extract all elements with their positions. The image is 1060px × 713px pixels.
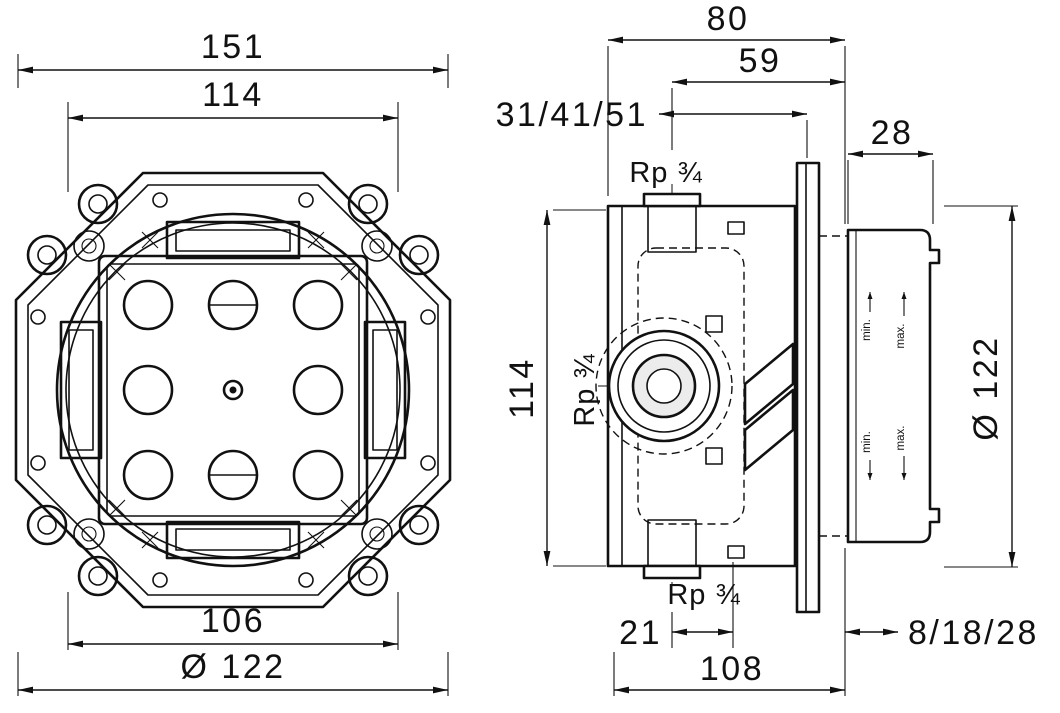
side-wedges	[743, 342, 795, 472]
dim-label-21: 21	[619, 614, 662, 652]
front-top-bottom-tabs	[165, 220, 301, 560]
dim-label-31-41-51: 31/41/51	[496, 96, 648, 134]
side-cover-profile	[846, 228, 941, 544]
front-view: 151 114 106 Ø 122	[14, 28, 452, 696]
max-label-upper: max.	[895, 324, 907, 349]
thread-label-bottom: Rp ¾	[667, 579, 740, 611]
front-ear-lobes	[26, 183, 440, 597]
dim-side-inner-height: 114	[503, 209, 606, 567]
dim-front-overall-width: 151	[17, 28, 449, 88]
dim-front-lower-width: 106	[67, 592, 399, 650]
thread-label-middle: Rp ¾	[569, 353, 601, 426]
dim-side-diameter: Ø 122	[944, 205, 1018, 568]
dim-label-8-18-28: 8/18/28	[908, 614, 1039, 652]
dim-label-28: 28	[871, 114, 914, 152]
thread-label-top: Rp ¾	[629, 157, 702, 189]
dim-label-108: 108	[700, 650, 764, 688]
dim-front-inner-width: 114	[67, 76, 399, 192]
dim-side-extension-range: 8/18/28	[844, 548, 1039, 696]
dim-side-overall-depth: 80	[607, 0, 846, 224]
side-center-boss	[607, 329, 721, 443]
dim-label-106: 106	[201, 602, 265, 640]
dim-side-overall-length: 108	[613, 650, 845, 696]
dim-label-114-front: 114	[202, 76, 264, 114]
dim-side-port-offset: 21	[619, 562, 734, 652]
front-port-holes	[122, 279, 344, 501]
front-square-frame	[97, 254, 369, 526]
dim-label-diameter-122-side: Ø 122	[967, 335, 1005, 440]
dim-label-diameter-122-front: Ø 122	[180, 648, 285, 686]
side-wall-flange	[795, 161, 821, 614]
max-label-lower: max.	[895, 426, 907, 451]
dim-front-diameter: Ø 122	[17, 648, 449, 696]
dim-label-59: 59	[739, 42, 782, 80]
dim-side-install-depth-range: 31/41/51	[496, 96, 808, 158]
dim-label-80: 80	[707, 0, 750, 38]
front-flange-screw-holes	[30, 192, 436, 588]
front-side-brackets	[59, 320, 407, 460]
side-view: min. max. min. max. Rp ¾ Rp ¾ Rp ¾ 80 59	[496, 0, 1039, 696]
side-gap-dashes	[819, 235, 848, 537]
side-clips	[705, 221, 745, 559]
dim-label-151: 151	[201, 28, 265, 66]
dim-label-114-side: 114	[503, 357, 541, 419]
front-octagon-flange	[14, 171, 452, 609]
dim-side-cover-width: 28	[847, 114, 934, 224]
front-corner-bosses	[73, 230, 393, 550]
front-hatch-marks	[108, 231, 358, 549]
side-min-max-marks: min. max. min. max.	[861, 292, 907, 480]
min-label-upper: min.	[861, 319, 873, 341]
min-label-lower: min.	[861, 431, 873, 453]
dim-side-inner-depth: 59	[671, 42, 845, 150]
